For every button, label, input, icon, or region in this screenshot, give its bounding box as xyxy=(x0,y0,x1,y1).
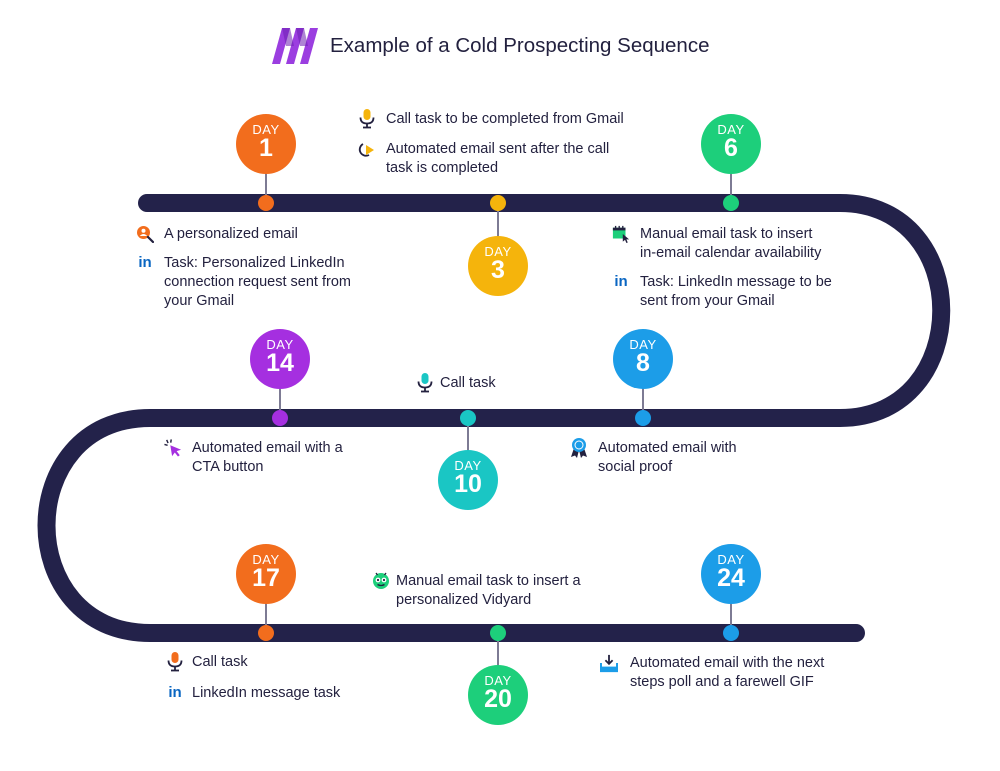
day8-social-note: Automated email with social proof xyxy=(570,438,737,477)
day3-connector xyxy=(497,203,499,238)
cursor-click-icon xyxy=(164,439,182,457)
linkedin-icon: in xyxy=(138,254,152,271)
day8-marker xyxy=(635,410,651,426)
day1-marker xyxy=(258,195,274,211)
note-line: Automated email with a xyxy=(192,440,343,456)
day-number: 6 xyxy=(724,134,738,162)
day6-marker xyxy=(723,195,739,211)
note-text: A personalized email xyxy=(164,226,298,242)
day24-badge: DAY 24 xyxy=(701,544,761,604)
day24-poll-note: Automated email with the next steps poll… xyxy=(600,654,824,692)
note-line: Task: LinkedIn message to be xyxy=(640,274,832,290)
page-title: Example of a Cold Prospecting Sequence xyxy=(330,34,710,57)
day-number: 1 xyxy=(259,134,273,162)
note-line: Automated email sent after the call xyxy=(386,141,610,157)
brand-logo-icon xyxy=(272,28,318,64)
day-label: DAY xyxy=(717,552,745,567)
note-line: task is completed xyxy=(386,160,499,176)
day-number: 17 xyxy=(252,564,280,592)
note-line: your Gmail xyxy=(164,293,235,309)
microphone-icon xyxy=(358,109,376,129)
note-line: Automated email with xyxy=(598,440,737,456)
note-line: connection request sent from xyxy=(164,274,351,290)
day-label: DAY xyxy=(252,552,280,567)
note-text: LinkedIn message task xyxy=(192,685,341,701)
note-line: Manual email task to insert a xyxy=(396,573,581,589)
note-line: Automated email with the next xyxy=(630,655,825,671)
day17-badge: DAY 17 xyxy=(236,544,296,604)
day-number: 24 xyxy=(717,564,745,592)
day24-connector xyxy=(730,598,732,633)
day-number: 10 xyxy=(454,470,482,498)
day17-marker xyxy=(258,625,274,641)
note-line: steps poll and a farewell GIF xyxy=(630,674,814,690)
search-person-icon xyxy=(136,225,154,243)
award-ribbon-icon xyxy=(570,438,588,458)
day-number: 8 xyxy=(636,349,650,377)
auto-send-icon xyxy=(358,140,376,158)
note-line: sent from your Gmail xyxy=(640,293,775,309)
vidyard-robot-icon xyxy=(372,572,390,590)
day8-connector xyxy=(642,383,644,418)
day-number: 14 xyxy=(266,349,294,377)
day6-badge: DAY 6 xyxy=(701,114,761,174)
day-number: 3 xyxy=(491,256,505,284)
day20-connector xyxy=(497,633,499,668)
header: Example of a Cold Prospecting Sequence xyxy=(272,27,709,65)
day10-marker xyxy=(460,410,476,426)
day-label: DAY xyxy=(717,122,745,137)
note-line: personalized Vidyard xyxy=(396,592,532,608)
day24-marker xyxy=(723,625,739,641)
note-line: social proof xyxy=(598,459,673,475)
linkedin-icon: in xyxy=(614,273,628,290)
download-tray-icon xyxy=(600,654,618,673)
day10-connector xyxy=(467,418,469,453)
note-text: Call task to be completed from Gmail xyxy=(386,111,624,127)
note-text: Call task xyxy=(440,375,496,391)
day17-connector xyxy=(265,598,267,633)
day1-connector xyxy=(265,168,267,203)
day20-badge: DAY 20 xyxy=(468,665,528,725)
microphone-icon xyxy=(166,652,184,672)
note-text: Call task xyxy=(192,654,248,670)
day14-marker xyxy=(272,410,288,426)
day1-email-note: A personalized email xyxy=(136,225,298,244)
day-label: DAY xyxy=(484,673,512,688)
day3-marker xyxy=(490,195,506,211)
calendar-cursor-icon xyxy=(612,225,630,243)
microphone-icon xyxy=(416,373,434,393)
day3-badge: DAY 3 xyxy=(468,236,528,296)
day20-marker xyxy=(490,625,506,641)
day-label: DAY xyxy=(252,122,280,137)
day10-badge: DAY 10 xyxy=(438,450,498,510)
note-line: Task: Personalized LinkedIn xyxy=(164,255,345,271)
day14-badge: DAY 14 xyxy=(250,329,310,389)
day17-call-note: Call task xyxy=(166,652,248,672)
day-label: DAY xyxy=(484,244,512,259)
day1-badge: DAY 1 xyxy=(236,114,296,174)
linkedin-icon: in xyxy=(168,684,182,701)
day10-call-note: Call task xyxy=(416,373,496,393)
day-label: DAY xyxy=(629,337,657,352)
day14-cta-note: Automated email with a CTA button xyxy=(164,439,343,477)
day6-linkedin-note: in Task: LinkedIn message to be sent fro… xyxy=(612,273,832,311)
note-line: in-email calendar availability xyxy=(640,245,822,261)
day14-connector xyxy=(279,383,281,418)
day1-linkedin-note: in Task: Personalized LinkedIn connectio… xyxy=(136,254,351,311)
day3-call-note: Call task to be completed from Gmail xyxy=(358,109,624,129)
day-label: DAY xyxy=(266,337,294,352)
note-line: CTA button xyxy=(192,459,264,475)
day17-linkedin-note: in LinkedIn message task xyxy=(166,684,340,703)
day3-auto-note: Automated email sent after the call task… xyxy=(358,140,609,178)
day-label: DAY xyxy=(454,458,482,473)
day6-manual-note: Manual email task to insert in-email cal… xyxy=(612,225,821,263)
day8-badge: DAY 8 xyxy=(613,329,673,389)
day20-vidyard-note: Manual email task to insert a personaliz… xyxy=(372,572,581,610)
day-number: 20 xyxy=(484,685,512,713)
note-line: Manual email task to insert xyxy=(640,226,813,242)
day6-connector xyxy=(730,168,732,203)
